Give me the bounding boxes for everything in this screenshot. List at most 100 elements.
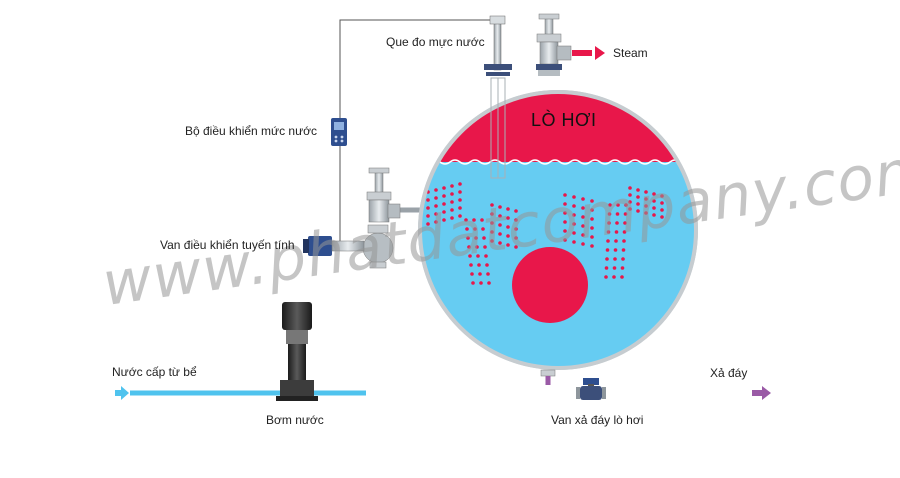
blowdown-valve-label: Van xả đáy lò hơi <box>551 413 644 427</box>
steam-bubble <box>484 254 488 258</box>
steam-bubble <box>442 218 446 222</box>
steam-bubble <box>581 242 585 246</box>
pump-label: Bơm nước <box>266 413 324 427</box>
steam-bubble <box>490 221 494 225</box>
steam-bubble <box>581 224 585 228</box>
level-controller-label: Bộ điều khiển mức nước <box>185 124 317 138</box>
steam-bubble <box>590 199 594 203</box>
boiler-label: LÒ HƠI <box>531 110 597 130</box>
steam-bubble <box>473 227 477 231</box>
steam-bubble <box>572 213 576 217</box>
steam-bubble <box>485 263 489 267</box>
steam-bubble <box>590 226 594 230</box>
steam-bubble <box>469 263 473 267</box>
drain-arrow-icon <box>752 386 771 400</box>
steam-bubble <box>458 182 462 186</box>
drain-valve-icon[interactable] <box>576 378 606 400</box>
steam-bubble <box>498 241 502 245</box>
steam-bubble <box>636 188 640 192</box>
steam-bubble <box>644 211 648 215</box>
steam-bubble <box>572 222 576 226</box>
steam-bubble <box>628 207 632 211</box>
steam-bubble <box>506 207 510 211</box>
steam-bubble <box>563 220 567 224</box>
steam-bubble <box>450 216 454 220</box>
steam-bubble <box>487 281 491 285</box>
steam-bubble <box>623 212 628 216</box>
steam-bubble <box>442 186 446 190</box>
controller-icon[interactable] <box>331 118 347 146</box>
steam-bubble <box>614 239 618 243</box>
steam-bubble <box>572 231 576 235</box>
steam-bubble <box>514 227 518 231</box>
steam-valve-icon[interactable] <box>536 13 572 76</box>
steam-bubble <box>478 272 482 276</box>
level-probe-icon[interactable] <box>484 15 512 179</box>
steam-bubble <box>442 210 446 214</box>
steam-arrow-icon <box>572 46 605 60</box>
steam-bubble <box>481 227 485 231</box>
actuator-icon[interactable] <box>303 236 365 256</box>
steam-bubble <box>498 205 502 209</box>
steam-bubble <box>622 230 627 234</box>
steam-bubble <box>581 197 585 201</box>
steam-bubble <box>660 215 664 219</box>
control-valve-icon[interactable] <box>362 167 401 269</box>
steam-bubble <box>514 245 518 249</box>
steam-bubble <box>563 211 567 215</box>
steam-bubble <box>476 254 480 258</box>
feed-water-label: Nước cấp từ bể <box>112 365 197 379</box>
steam-bubble <box>434 196 438 200</box>
steam-bubble <box>644 197 648 201</box>
steam-bubble <box>563 238 567 242</box>
steam-bubble <box>479 281 483 285</box>
steam-bubble <box>486 272 490 276</box>
steam-bubble <box>624 203 628 207</box>
steam-bubble <box>483 245 487 249</box>
steam-bubble <box>615 221 619 225</box>
steam-bubble <box>450 200 454 204</box>
steam-bubble <box>477 263 481 267</box>
steam-bubble <box>660 201 664 205</box>
steam-bubble <box>612 275 616 279</box>
steam-bubble <box>604 266 609 270</box>
steam-bubble <box>644 204 648 208</box>
steam-bubble <box>605 248 610 252</box>
steam-bubble <box>468 254 472 258</box>
linear-valve-label: Van điều khiển tuyến tính <box>160 238 295 252</box>
steam-bubble <box>450 208 454 212</box>
steam-bubble <box>621 248 626 252</box>
steam-bubble <box>636 195 640 199</box>
steam-bubble <box>652 192 656 196</box>
steam-bubble <box>470 272 474 276</box>
steam-bubble <box>590 208 594 212</box>
steam-bubble <box>434 212 438 216</box>
water-surface <box>420 159 696 165</box>
steam-bubble <box>471 281 475 285</box>
steam-bubble <box>652 199 656 203</box>
steam-bubble <box>514 218 518 222</box>
steam-bubble <box>620 266 625 270</box>
steam-bubble <box>644 190 648 194</box>
steam-bubble <box>506 225 510 229</box>
steam-bubble <box>498 223 502 227</box>
boiler-drum <box>418 90 698 370</box>
steam-bubble <box>563 202 567 206</box>
pump-icon[interactable] <box>276 302 318 401</box>
steam-bubbles <box>426 182 664 285</box>
steam-bubble <box>474 236 478 240</box>
steam-bubble <box>498 232 502 236</box>
level-probe-label: Que đo mực nước <box>386 35 485 49</box>
steam-label: Steam <box>613 46 648 60</box>
steam-bubble <box>636 209 640 213</box>
steam-bubble <box>581 206 585 210</box>
steam-bubble <box>506 243 510 247</box>
steam-bubble <box>623 221 627 225</box>
steam-bubble <box>628 186 632 190</box>
steam-bubble <box>622 239 626 243</box>
steam-bubble <box>514 236 518 240</box>
steam-bubble <box>636 202 640 206</box>
steam-bubble <box>458 206 462 210</box>
steam-bubble <box>475 245 479 249</box>
